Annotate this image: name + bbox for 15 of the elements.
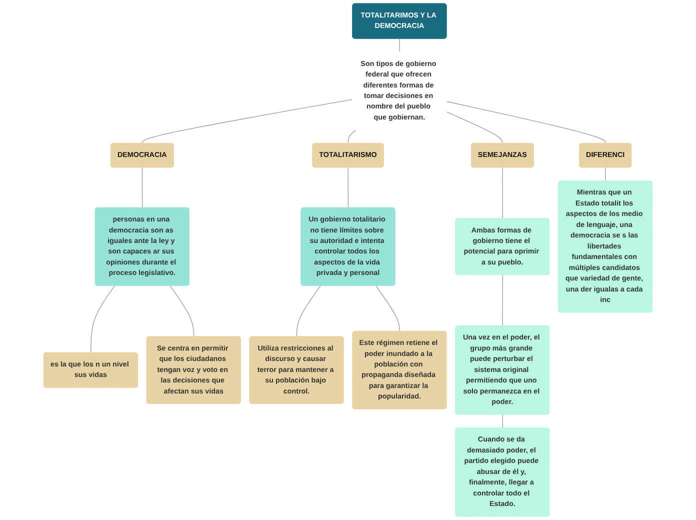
connector bbox=[90, 285, 116, 354]
connector bbox=[446, 112, 503, 144]
connector bbox=[296, 285, 321, 338]
connector bbox=[605, 167, 606, 182]
connector bbox=[502, 274, 503, 326]
connector bbox=[142, 167, 143, 208]
connector bbox=[170, 285, 194, 338]
connector bbox=[399, 38, 400, 52]
connector bbox=[348, 130, 356, 144]
connector bbox=[348, 167, 349, 208]
connector bbox=[142, 99, 354, 144]
connector bbox=[376, 285, 400, 332]
connector bbox=[502, 414, 503, 428]
connector bbox=[446, 101, 606, 144]
connector bbox=[502, 167, 503, 219]
